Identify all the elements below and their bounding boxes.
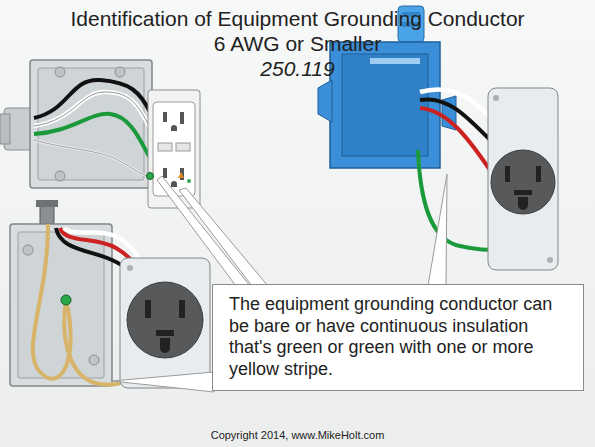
callout-text: The equipment grounding conductor can be… [229, 294, 569, 380]
metal-box-range-receptacle [10, 200, 210, 388]
subtitle: 6 AWG or Smaller [0, 32, 595, 56]
code-reference: 250.119 [0, 57, 595, 81]
diagram-title: Identification of Equipment Grounding Co… [0, 7, 595, 31]
callout-box: The equipment grounding conductor can be… [212, 284, 584, 391]
copyright-caption: Copyright 2014, www.MikeHolt.com [0, 429, 595, 442]
